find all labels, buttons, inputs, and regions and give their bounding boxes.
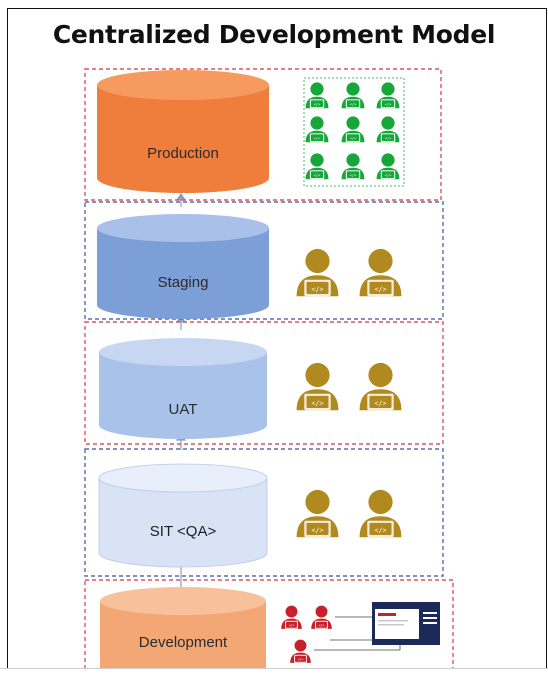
developer-laptop-icon: [311, 605, 332, 629]
developer-team: [296, 489, 402, 538]
developer-laptop-icon: [290, 639, 311, 663]
developer-laptop-icon: [296, 248, 339, 297]
developer-team: [305, 82, 400, 180]
database-cylinder-icon: [98, 463, 268, 568]
developer-laptop-icon: [359, 362, 402, 411]
developer-team: [281, 605, 332, 663]
developer-laptop-icon: [305, 116, 329, 143]
tier-uat: UAT: [84, 321, 444, 445]
developer-laptop-icon: [341, 153, 365, 180]
tier-frame: [84, 448, 444, 577]
tier-label: SIT <QA>: [150, 523, 217, 540]
database-cylinder-icon: [97, 70, 269, 193]
tier-sit-qa: SIT <QA>: [84, 448, 444, 577]
developer-laptop-icon: [296, 362, 339, 411]
tier-frame: [84, 201, 444, 320]
developer-laptop-icon: [341, 82, 365, 109]
tier-staging: Staging: [84, 201, 444, 320]
tier-development: Development: [84, 579, 454, 668]
developer-laptop-icon: [341, 116, 365, 143]
tier-label: Staging: [158, 274, 209, 291]
developer-laptop-icon: [376, 82, 400, 109]
deployment-diagram: </> Production: [84, 68, 454, 668]
team-outline: [303, 77, 405, 187]
developer-laptop-icon: [305, 82, 329, 109]
database-cylinder-icon: [100, 587, 266, 668]
developer-laptop-icon: [376, 116, 400, 143]
bottom-strip: [0, 668, 548, 682]
developer-laptop-icon: [359, 248, 402, 297]
developer-laptop-icon: [305, 153, 329, 180]
developer-laptop-icon: [281, 605, 302, 629]
tier-label: UAT: [169, 401, 198, 418]
database-cylinder-icon: [97, 214, 269, 319]
diagram-frame: [7, 8, 547, 668]
tier-frame: [84, 321, 444, 445]
diagram-title: Centralized Development Model: [52, 20, 496, 49]
tier-production: Production: [84, 68, 442, 201]
tier-frame: [84, 68, 442, 201]
developer-laptop-icon: [376, 153, 400, 180]
developer-team: [296, 248, 402, 297]
tier-frame: [84, 579, 454, 668]
arrow-up-icon: [175, 192, 187, 201]
developer-team: [296, 362, 402, 411]
database-cylinder-icon: [99, 338, 267, 439]
developer-laptop-icon: [296, 489, 339, 538]
tier-label: Production: [147, 145, 219, 162]
monitor-icon: [372, 602, 440, 645]
tier-label: Development: [139, 634, 228, 651]
developer-laptop-icon: [359, 489, 402, 538]
